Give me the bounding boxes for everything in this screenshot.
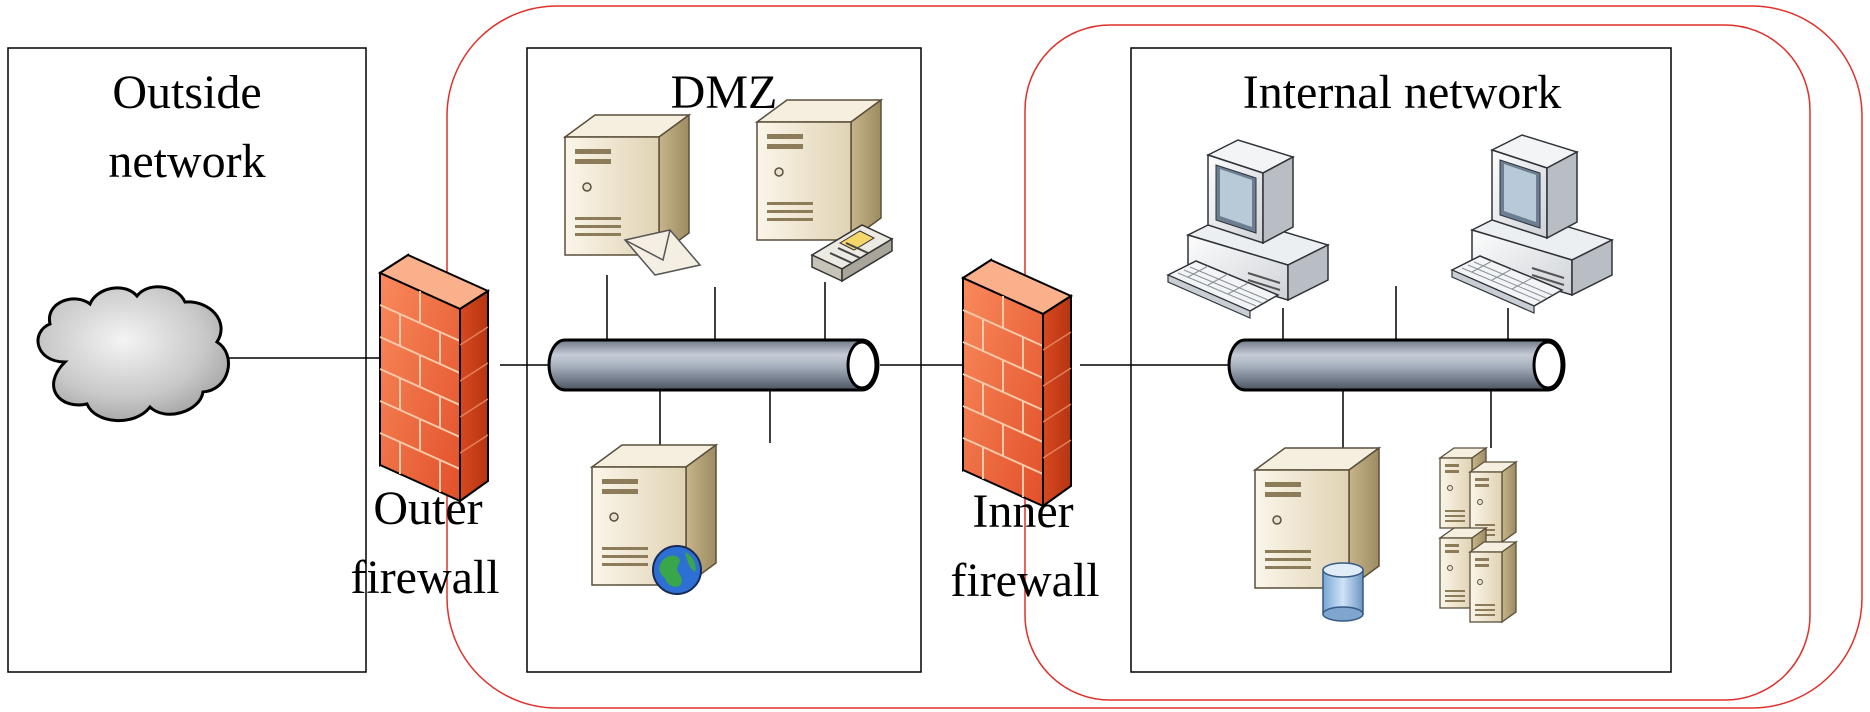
server-cluster-icon[interactable] (1439, 447, 1517, 623)
desktop-computer-icon[interactable] (1451, 134, 1613, 314)
inner-firewall-label-line1: Inner (972, 485, 1073, 538)
inner-firewall-icon[interactable] (962, 259, 1072, 507)
connection-lines (130, 275, 1509, 448)
internal-backbone-icon (1227, 338, 1566, 392)
outside-network-label-line2: network (108, 135, 265, 188)
desktop-computer-icon[interactable] (1167, 139, 1329, 319)
inner-firewall-label-line2: firewall (950, 554, 1099, 607)
dmz-label: DMZ (671, 66, 778, 119)
database-server-icon[interactable] (1254, 447, 1380, 622)
outer-firewall-label-line1: Outer (373, 482, 482, 535)
web-server-icon[interactable] (591, 444, 717, 595)
internal-network-label: Internal network (1243, 66, 1562, 119)
dmz-backbone-icon (547, 338, 880, 392)
internal-network-zone (1130, 47, 1672, 673)
fax-server-icon[interactable] (756, 99, 894, 283)
cloud-icon (36, 285, 230, 422)
outer-firewall-icon[interactable] (379, 254, 489, 502)
outer-firewall-label-line2: firewall (350, 551, 499, 604)
dmz-zone (526, 47, 922, 673)
mail-server-icon[interactable] (564, 114, 702, 276)
outside-network-label-line1: Outside (112, 66, 261, 119)
outside-network-zone (7, 47, 367, 673)
